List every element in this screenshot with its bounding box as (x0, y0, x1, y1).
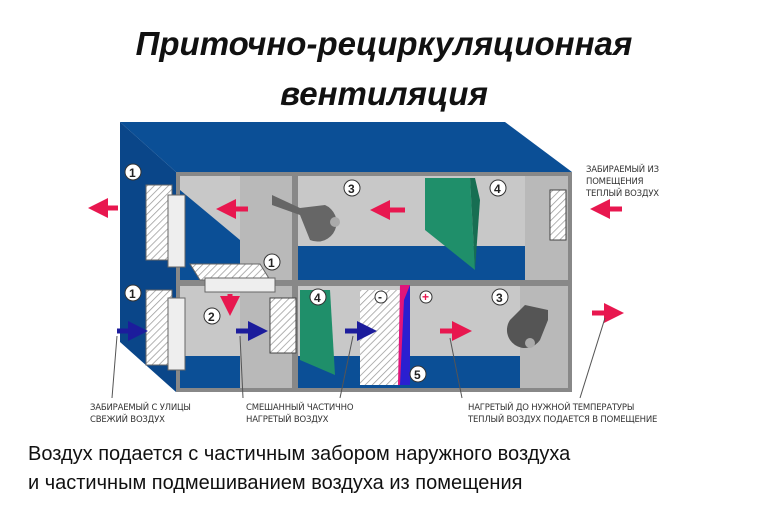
label-line: ЗАБИРАЕМЫЙ ИЗ (586, 165, 659, 175)
label-room-intake: ЗАБИРАЕМЫЙ ИЗ ПОМЕЩЕНИЯ ТЕПЛЫЙ ВОЗДУХ (586, 164, 659, 200)
heat-exchanger (360, 290, 400, 385)
casing-top (120, 122, 572, 172)
leader-lines (111, 317, 606, 399)
label-line: НАГРЕТЫЙ ДО НУЖНОЙ ТЕМПЕРАТУРЫ (468, 403, 635, 413)
caption-line-1: Воздух подается с частичным забором нару… (28, 443, 571, 465)
marker-3: 3 (491, 288, 509, 306)
filter-intake-lower (145, 289, 186, 371)
marker-4: 4 (309, 288, 327, 306)
svg-text:+: + (422, 290, 429, 304)
label-line: ТЕПЛЫЙ ВОЗДУХ (586, 189, 659, 199)
caption-line-2: и частичным подмешиванием воздуха из пом… (28, 472, 523, 494)
label-line: НАГРЕТЫЙ ВОЗДУХ (246, 415, 329, 425)
marker-2: 2 (203, 307, 221, 325)
svg-text:-: - (378, 290, 382, 304)
silencer-lower (300, 290, 335, 375)
chamber-lower-right (298, 286, 568, 388)
title-line-1: Приточно-рециркуляционная (135, 25, 633, 62)
svg-text:4: 4 (494, 182, 501, 196)
filter-mixed (269, 297, 297, 354)
filter-recirc (189, 263, 276, 293)
marker-1: 1 (124, 163, 142, 181)
svg-text:2: 2 (208, 310, 215, 324)
svg-text:1: 1 (268, 256, 275, 270)
marker-5: 5 (409, 365, 427, 383)
label-line: ЗАБИРАЕМЫЙ С УЛИЦЫ (90, 403, 191, 413)
label-line: ПОМЕЩЕНИЯ (586, 177, 644, 187)
label-line: СВЕЖИЙ ВОЗДУХ (90, 415, 165, 425)
svg-text:1: 1 (129, 166, 136, 180)
number-markers: 1 1 1 2 3 3 4 4 5 - + (124, 163, 509, 383)
label-line: ТЕПЛЫЙ ВОЗДУХ ПОДАЕТСЯ В ПОМЕЩЕНИЕ (468, 415, 658, 425)
silencer-upper (425, 178, 480, 270)
label-mixed: СМЕШАННЫЙ ЧАСТИЧНО НАГРЕТЫЙ ВОЗДУХ (246, 402, 354, 426)
marker-minus: - (374, 290, 388, 304)
svg-text:4: 4 (314, 291, 321, 305)
svg-text:3: 3 (348, 182, 355, 196)
marker-4: 4 (489, 179, 507, 197)
filter-room-intake (549, 189, 567, 241)
fan-supply-icon (506, 305, 548, 349)
svg-text:1: 1 (129, 287, 136, 301)
marker-1: 1 (263, 253, 281, 271)
filter-exhaust-upper (145, 184, 186, 268)
marker-1: 1 (124, 284, 142, 302)
marker-3: 3 (343, 179, 361, 197)
fan-exhaust-icon (272, 195, 340, 242)
svg-text:3: 3 (496, 291, 503, 305)
label-line: СМЕШАННЫЙ ЧАСТИЧНО (246, 403, 354, 413)
svg-text:5: 5 (414, 368, 421, 382)
title-line-2: вентиляция (280, 75, 488, 112)
marker-plus: + (419, 290, 433, 304)
label-street-intake: ЗАБИРАЕМЫЙ С УЛИЦЫ СВЕЖИЙ ВОЗДУХ (90, 402, 191, 426)
label-supply: НАГРЕТЫЙ ДО НУЖНОЙ ТЕМПЕРАТУРЫ ТЕПЛЫЙ ВО… (468, 402, 657, 426)
